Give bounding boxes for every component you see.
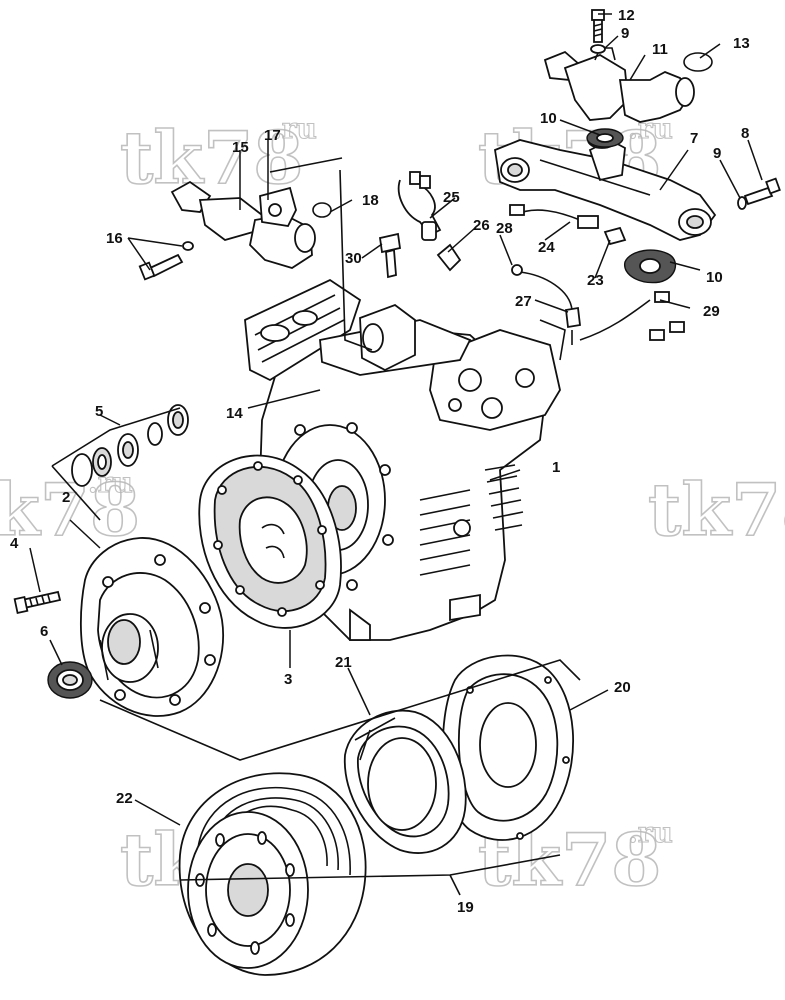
suction-valve-bolt	[138, 241, 194, 281]
callout-5: 5	[95, 403, 103, 420]
fitting-elbow	[436, 243, 462, 272]
callout-28: 28	[496, 220, 513, 237]
callout-10-right: 10	[706, 269, 723, 286]
callout-9-top: 9	[621, 25, 629, 42]
callout-21: 21	[335, 654, 352, 671]
callout-25: 25	[443, 189, 460, 206]
callout-7: 7	[690, 130, 698, 147]
suction-valve-flange	[259, 186, 297, 227]
callout-9-right: 9	[713, 145, 721, 162]
callout-17: 17	[264, 127, 281, 144]
callout-2: 2	[62, 489, 70, 506]
callout-18: 18	[362, 192, 379, 209]
clutch-plate	[442, 654, 574, 841]
front-gasket	[198, 454, 342, 629]
seal-cover	[79, 537, 224, 717]
callout-8: 8	[741, 125, 749, 142]
callout-27: 27	[515, 293, 532, 310]
callout-22: 22	[116, 790, 133, 807]
callout-16: 16	[106, 230, 123, 247]
oil-sensor	[511, 264, 581, 345]
clutch-pulley	[178, 772, 367, 976]
sensor-harness	[579, 291, 685, 341]
shaft-bearing	[47, 661, 93, 699]
callout-14: 14	[226, 405, 243, 422]
callout-10-top: 10	[540, 110, 557, 127]
discharge-manifold	[494, 138, 717, 241]
callout-1: 1	[552, 459, 560, 476]
callout-3: 3	[284, 671, 292, 688]
callout-6: 6	[40, 623, 48, 640]
cover-bolt	[13, 590, 62, 614]
callout-23: 23	[587, 272, 604, 289]
callout-labels: 1 2 3 4 5 6 7 8 9 9 10 10 11 12 13 14 15…	[10, 7, 750, 916]
suction-service-valve	[170, 180, 316, 269]
watermark-suffix: .ru	[628, 816, 673, 849]
callout-24: 24	[538, 239, 555, 256]
watermark-text: k78	[0, 467, 140, 552]
temperature-sensor	[509, 204, 599, 229]
watermark-suffix: .ru	[272, 112, 317, 145]
callout-12: 12	[618, 7, 635, 24]
watermark-text: tk78	[120, 115, 303, 200]
shaft-seal-set	[71, 404, 189, 487]
manifold-gasket-lower	[624, 249, 677, 284]
pressure-switch	[397, 171, 442, 241]
callout-20: 20	[614, 679, 631, 696]
callout-19: 19	[457, 899, 474, 916]
callout-30: 30	[345, 250, 362, 267]
callout-26: 26	[473, 217, 490, 234]
callout-4: 4	[10, 535, 19, 552]
check-valve-o-ring	[683, 52, 713, 72]
leader-lines	[29, 13, 763, 896]
callout-11: 11	[652, 41, 668, 58]
callout-29: 29	[703, 303, 720, 320]
clutch-coil	[343, 709, 467, 854]
manifold-bolt	[737, 177, 781, 210]
suction-valve-o-ring	[312, 202, 332, 218]
callout-13: 13	[733, 35, 750, 52]
service-fitting	[378, 232, 402, 279]
sensor-fitting	[603, 226, 627, 246]
check-valve-washer	[590, 44, 606, 54]
watermark-text: tk78	[648, 467, 785, 552]
check-valve-bolt	[591, 9, 605, 43]
callout-15: 15	[232, 139, 249, 156]
